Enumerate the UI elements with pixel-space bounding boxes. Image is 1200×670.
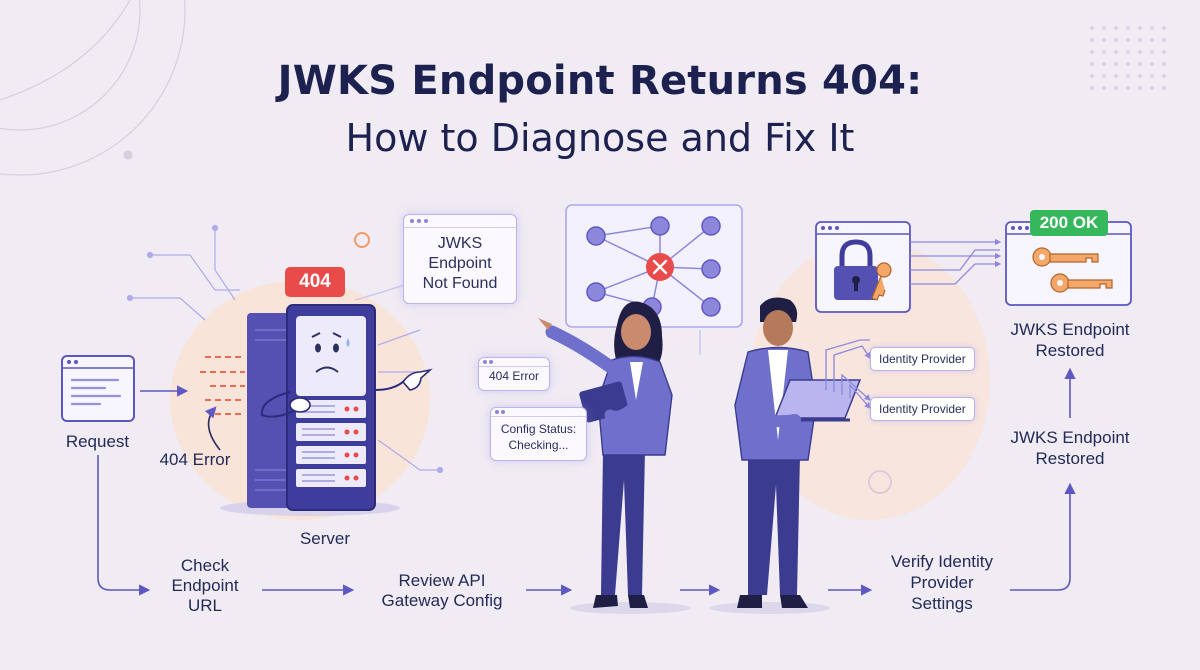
decorative-dot	[1090, 50, 1094, 54]
decorative-dot	[1114, 74, 1118, 78]
review-gateway-label: Review API Gateway Config	[362, 571, 522, 611]
decorative-dot	[1162, 62, 1166, 66]
error-pointer-arrow	[204, 406, 221, 451]
error-404-card-label: 404 Error	[488, 369, 540, 383]
decorative-dot	[1138, 38, 1142, 42]
decorative-dot	[1126, 86, 1130, 90]
restored-lower-line-2: Restored	[1035, 449, 1105, 468]
card-titlebar	[479, 358, 549, 367]
server-drive-bays	[296, 400, 366, 487]
not-found-line-3: Not Found	[422, 275, 498, 292]
not-found-line-1: JWKS	[437, 235, 483, 252]
decorative-dot	[1138, 86, 1142, 90]
decorative-dot	[1150, 86, 1154, 90]
decorative-dot	[1150, 50, 1154, 54]
review-gateway-line-1: Review API	[398, 571, 486, 590]
check-endpoint-label: Check Endpoint URL	[155, 556, 255, 616]
decorative-dot	[1090, 86, 1094, 90]
config-status-card: Config Status: Checking...	[490, 407, 587, 461]
decorative-dot	[1114, 62, 1118, 66]
keys-card	[1005, 221, 1132, 306]
verify-idp-line-1: Verify Identity	[890, 552, 994, 571]
restored-lower-line-1: JWKS Endpoint	[1010, 428, 1130, 447]
decorative-dot	[1162, 74, 1166, 78]
decorative-dot	[1090, 38, 1094, 42]
card-titlebar	[404, 215, 516, 228]
lock-card	[815, 221, 911, 313]
man-engineer-illustration	[710, 297, 862, 614]
server-illustration	[220, 304, 433, 516]
status-200-ok-badge: 200 OK	[1030, 210, 1108, 236]
woman-engineer-illustration	[538, 301, 690, 614]
decorative-dot	[1126, 62, 1130, 66]
speech-connector	[354, 282, 411, 301]
config-status-line-2: Checking...	[508, 438, 569, 452]
decorative-dot	[1114, 50, 1118, 54]
error-404-badge: 404	[285, 267, 345, 297]
identity-provider-pill-1: Identity Provider	[870, 347, 975, 371]
signal-lines	[126, 224, 444, 474]
request-window-icon	[61, 355, 135, 422]
decorative-dot	[1162, 26, 1166, 30]
decorative-dot	[1102, 38, 1106, 42]
decorative-dot	[1102, 74, 1106, 78]
decorative-dot	[1150, 38, 1154, 42]
decorative-dot	[1090, 26, 1094, 30]
restored-lower-label: JWKS Endpoint Restored	[990, 427, 1150, 469]
verify-idp-line-2: Provider	[910, 573, 974, 592]
restored-upper-line-2: Restored	[1035, 341, 1105, 360]
decorative-dot	[1090, 74, 1094, 78]
decorative-dot	[1126, 74, 1130, 78]
idp-connector-lines	[825, 339, 871, 409]
restored-upper-line-1: JWKS Endpoint	[1010, 320, 1130, 339]
decorative-dot	[1162, 86, 1166, 90]
decorative-dot	[1150, 74, 1154, 78]
decorative-dot	[1138, 74, 1142, 78]
review-gateway-line-2: Gateway Config	[381, 591, 503, 610]
page-title: JWKS Endpoint Returns 404:	[277, 58, 923, 104]
not-found-card: JWKS Endpoint Not Found	[403, 214, 517, 304]
card-titlebar	[491, 408, 586, 417]
decorative-dot	[1138, 26, 1142, 30]
decorative-dot	[1126, 38, 1130, 42]
decorative-dot	[1150, 62, 1154, 66]
not-found-line-2: Endpoint	[428, 255, 492, 272]
error-404-label: 404 Error	[159, 450, 231, 469]
background-decoration	[0, 0, 186, 176]
error-dashes	[200, 356, 245, 415]
verify-idp-label: Verify Identity Provider Settings	[873, 551, 1011, 614]
flow-arrows	[97, 367, 1076, 596]
decorative-dot	[1102, 26, 1106, 30]
request-label: Request	[65, 432, 130, 451]
config-status-line-1: Config Status:	[500, 422, 577, 436]
decorative-dot	[1102, 62, 1106, 66]
network-map-card	[565, 204, 743, 328]
verify-idp-line-3: Settings	[911, 594, 973, 613]
check-endpoint-line-3: URL	[187, 596, 222, 615]
check-endpoint-line-2: Endpoint	[171, 576, 239, 595]
check-endpoint-line-1: Check	[180, 556, 230, 575]
decorative-dot	[1102, 86, 1106, 90]
decorative-dot	[1162, 50, 1166, 54]
decorative-dot	[1114, 26, 1118, 30]
decorative-dot	[1126, 50, 1130, 54]
decorative-dot	[1150, 26, 1154, 30]
identity-provider-pill-2: Identity Provider	[870, 397, 975, 421]
decorative-dot	[1102, 50, 1106, 54]
dot-grid	[1090, 26, 1166, 90]
page-subtitle: How to Diagnose and Fix It	[345, 116, 855, 160]
decorative-dot	[1162, 38, 1166, 42]
ring-decoration	[354, 232, 370, 248]
decorative-dot	[1126, 26, 1130, 30]
decorative-dot	[1138, 50, 1142, 54]
error-404-card: 404 Error	[478, 357, 550, 391]
decorative-dot	[1138, 62, 1142, 66]
server-label: Server	[299, 529, 351, 548]
decorative-dot	[1090, 62, 1094, 66]
decorative-dot	[1114, 86, 1118, 90]
restored-upper-label: JWKS Endpoint Restored	[990, 319, 1150, 361]
decorative-dot	[1114, 38, 1118, 42]
lock-to-keys-lines	[910, 238, 1002, 285]
